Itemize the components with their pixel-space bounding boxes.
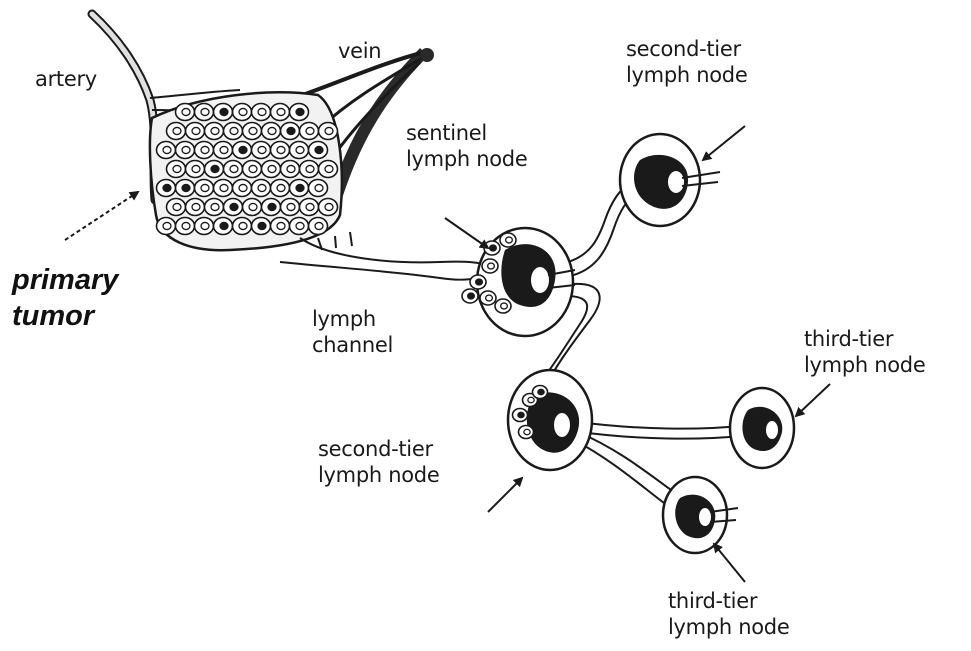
third-tier-node-right <box>730 388 794 468</box>
tumor-cell <box>482 259 498 273</box>
tumor-cell <box>319 199 338 216</box>
tumor-cell <box>214 142 233 159</box>
tumor-cell <box>224 199 243 216</box>
tumor-cell <box>157 180 176 197</box>
third-tier-node-bottom <box>663 477 738 553</box>
tumor-cell <box>290 142 309 159</box>
tumor-cell <box>233 104 252 121</box>
tumor-cell <box>300 199 319 216</box>
tumor-cell <box>176 104 195 121</box>
tumor-cell <box>319 161 338 178</box>
tumor-cell <box>214 104 233 121</box>
tumor-cell <box>252 218 271 235</box>
tumor-cell <box>519 426 534 439</box>
tumor-cell <box>186 123 205 140</box>
third-tier-right-label: third-tier lymph node <box>804 326 925 378</box>
arrow-second-tier-top <box>703 126 745 160</box>
tumor-cell <box>195 180 214 197</box>
tumor-cell <box>271 180 290 197</box>
tumor-cell <box>252 104 271 121</box>
lymph-channel-label: lymph channel <box>312 306 393 358</box>
tumor-cell <box>281 199 300 216</box>
tumor-cell <box>533 386 548 399</box>
tumor-cell <box>262 161 281 178</box>
tumor-cell <box>281 123 300 140</box>
primary-tumor-label: primary tumor <box>12 262 118 334</box>
arrow-sentinel-node <box>445 218 488 248</box>
tumor-cell <box>290 218 309 235</box>
tumor-cell <box>319 123 338 140</box>
lymph-channel-vessel <box>280 232 490 280</box>
tumor-cell <box>271 218 290 235</box>
second-tier-top-label: second-tier lymph node <box>626 36 747 88</box>
second-tier-bottom-label: second-tier lymph node <box>318 436 439 488</box>
tumor-cell <box>233 142 252 159</box>
tumor-cell <box>262 123 281 140</box>
tumor-cell <box>224 161 243 178</box>
arrow-second-tier-bottom <box>488 478 522 512</box>
tumor-cell <box>167 123 186 140</box>
arrow-third-tier-right <box>796 384 830 416</box>
tumor-cell <box>309 180 328 197</box>
tumor-cell <box>176 142 195 159</box>
artery-label: artery <box>35 66 97 92</box>
second-tier-node-bottom <box>508 370 592 470</box>
tumor-cell <box>271 142 290 159</box>
tumor-cell <box>205 199 224 216</box>
tumor-cell <box>281 161 300 178</box>
tumor-cell <box>500 233 516 247</box>
tumor-cell <box>243 123 262 140</box>
tumor-cell <box>176 218 195 235</box>
sentinel-lymph-node-label: sentinel lymph node <box>406 120 527 172</box>
tumor-cell <box>205 161 224 178</box>
tumor-cell <box>157 142 176 159</box>
tumor-cell <box>205 123 224 140</box>
tumor-cell <box>186 161 205 178</box>
third-tier-bottom-label: third-tier lymph node <box>668 588 789 640</box>
tumor-cell <box>252 142 271 159</box>
tumor-cell <box>262 199 281 216</box>
tumor-cell <box>462 289 478 303</box>
tumor-cell <box>271 104 290 121</box>
tumor-cell <box>157 218 176 235</box>
tumor-cell <box>495 299 511 313</box>
tumor-cell <box>176 180 195 197</box>
tumor-cell <box>300 161 319 178</box>
tumor-cell <box>513 409 528 422</box>
tumor-cell <box>309 142 328 159</box>
tumor-cell <box>224 123 243 140</box>
arrow-third-tier-bottom <box>714 544 745 582</box>
primary-tumor-cells <box>150 92 342 250</box>
sentinel-lymph-node <box>462 228 575 336</box>
tumor-cell <box>290 180 309 197</box>
arrow-primary-tumor <box>65 192 138 240</box>
tumor-cell <box>480 291 496 305</box>
vein-label: vein <box>338 38 381 64</box>
tumor-cell <box>195 104 214 121</box>
tumor-cell <box>470 275 486 289</box>
tumor-cell <box>243 161 262 178</box>
tumor-cell <box>195 218 214 235</box>
second-tier-node-top <box>620 134 720 226</box>
tumor-cell <box>233 218 252 235</box>
tumor-cell <box>243 199 262 216</box>
tumor-cell <box>167 199 186 216</box>
tumor-cell <box>252 180 271 197</box>
tumor-cell <box>290 104 309 121</box>
tumor-cell <box>186 199 205 216</box>
tumor-cell <box>233 180 252 197</box>
tumor-cell <box>300 123 319 140</box>
tumor-cell <box>195 142 214 159</box>
tumor-cell <box>214 180 233 197</box>
tumor-cell <box>214 218 233 235</box>
tumor-cell <box>167 161 186 178</box>
tumor-cell <box>309 218 328 235</box>
